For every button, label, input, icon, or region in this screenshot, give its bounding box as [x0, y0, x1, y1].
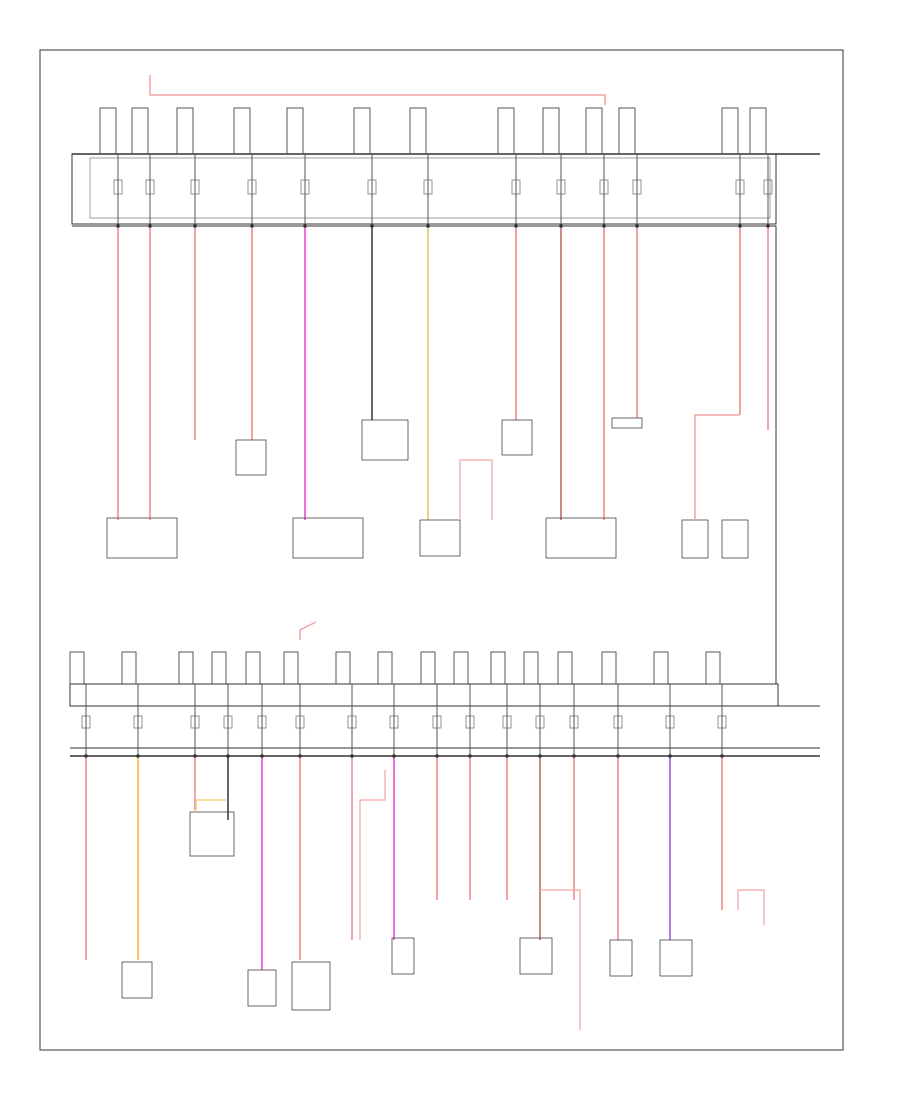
module-block [659, 939, 693, 977]
fuse-loop [585, 107, 603, 154]
lower-loads [121, 811, 693, 1011]
fuse-loop [490, 651, 506, 684]
splice-dot [572, 754, 576, 758]
splice-dot [720, 754, 724, 758]
module-block [721, 519, 749, 559]
splice-dot [370, 224, 374, 228]
splice-dot [426, 224, 430, 228]
module-block [106, 517, 178, 559]
module-block [609, 939, 633, 977]
fuse-loop [523, 651, 539, 684]
lower-fuse-box-outline [69, 683, 779, 707]
module-block [611, 417, 643, 429]
splice-dot [435, 754, 439, 758]
fuse-loop [211, 651, 227, 684]
module-block [292, 517, 364, 559]
splice-dot [468, 754, 472, 758]
module-block [361, 419, 409, 461]
top-feed-wire [149, 75, 606, 105]
splice-dot [350, 754, 354, 758]
jumper-wire [694, 414, 740, 520]
fuse-loop [618, 107, 636, 154]
module-block [391, 937, 415, 975]
upper-circuits [99, 107, 773, 520]
module-block [545, 517, 617, 559]
fuse-loop [542, 107, 560, 154]
fuse-loop [178, 651, 194, 684]
fuse-loop [721, 107, 739, 154]
module-block [519, 937, 553, 975]
splice-dot [193, 224, 197, 228]
fuse-loop [377, 651, 393, 684]
splice-dot [148, 224, 152, 228]
lower-fuse-box [69, 226, 820, 757]
fuse-loop [131, 107, 149, 154]
jumper-wire [195, 799, 226, 812]
jumper-wire [359, 770, 386, 940]
splice-dot [226, 754, 230, 758]
fuse-loop [99, 107, 117, 154]
lower-circuits [69, 651, 727, 970]
splice-dot [84, 754, 88, 758]
splice-dot [250, 224, 254, 228]
module-block [235, 439, 267, 476]
splice-dot [635, 224, 639, 228]
upper-loads [106, 417, 749, 559]
splice-dot [538, 754, 542, 758]
fuse-loop [335, 651, 351, 684]
fuse-loop [409, 107, 427, 154]
fuse-loop [453, 651, 469, 684]
splice-dot [392, 754, 396, 758]
jumper-wire [459, 459, 493, 520]
fuse-loop [601, 651, 617, 684]
fuse-loop [121, 651, 137, 684]
splice-dot [116, 224, 120, 228]
fuse-loop [653, 651, 669, 684]
fuse-loop [420, 651, 436, 684]
splice-dot [668, 754, 672, 758]
fuse-loop [705, 651, 721, 684]
splice-dot [193, 754, 197, 758]
splice-dot [136, 754, 140, 758]
splice-dot [303, 224, 307, 228]
fuse-loop [497, 107, 515, 154]
splice-dot [514, 224, 518, 228]
splice-dot [766, 224, 770, 228]
module-block [681, 519, 709, 559]
module-block [121, 961, 153, 999]
fuse-loop [353, 107, 371, 154]
module-block [189, 811, 235, 857]
lower-feed-wire [299, 621, 317, 640]
fuse-loop [176, 107, 194, 154]
fuse-loop [69, 651, 85, 684]
splice-dot [602, 224, 606, 228]
fuse-loop [283, 651, 299, 684]
jumper-wire [737, 889, 765, 925]
module-block [291, 961, 331, 1011]
fuse-loop [749, 107, 767, 154]
upper-fuse-box [71, 153, 820, 227]
fuse-loop [557, 651, 573, 684]
upper-fuse-box-inner [89, 157, 771, 219]
fuse-loop [286, 107, 304, 154]
diagram-frame [39, 49, 844, 1051]
splice-dot [260, 754, 264, 758]
splice-dot [738, 224, 742, 228]
module-block [501, 419, 533, 456]
module-block [419, 519, 461, 557]
splice-dot [616, 754, 620, 758]
jumper-wire [540, 889, 581, 1030]
splice-dot [298, 754, 302, 758]
splice-dot [559, 224, 563, 228]
fuse-loop [245, 651, 261, 684]
module-block [247, 969, 277, 1007]
fuse-loop [233, 107, 251, 154]
splice-dot [505, 754, 509, 758]
